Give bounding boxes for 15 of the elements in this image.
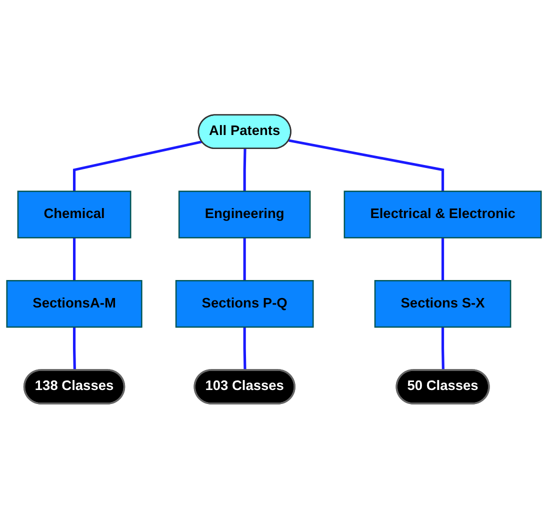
connector (72, 327, 76, 371)
connector (441, 238, 444, 281)
node-box: Electrical & Electronic (344, 190, 542, 239)
connector (72, 140, 202, 192)
connector (243, 238, 246, 281)
node-box: Engineering (178, 190, 311, 239)
connector (441, 327, 444, 371)
node-box: Chemical (17, 190, 132, 239)
node-box: Sections P-Q (175, 280, 314, 328)
node-box: Sections S-X (374, 280, 512, 328)
connector (243, 327, 246, 371)
connector (72, 238, 76, 281)
node-box: SectionsA-M (6, 280, 142, 328)
connector (243, 149, 246, 192)
connector (288, 140, 444, 192)
